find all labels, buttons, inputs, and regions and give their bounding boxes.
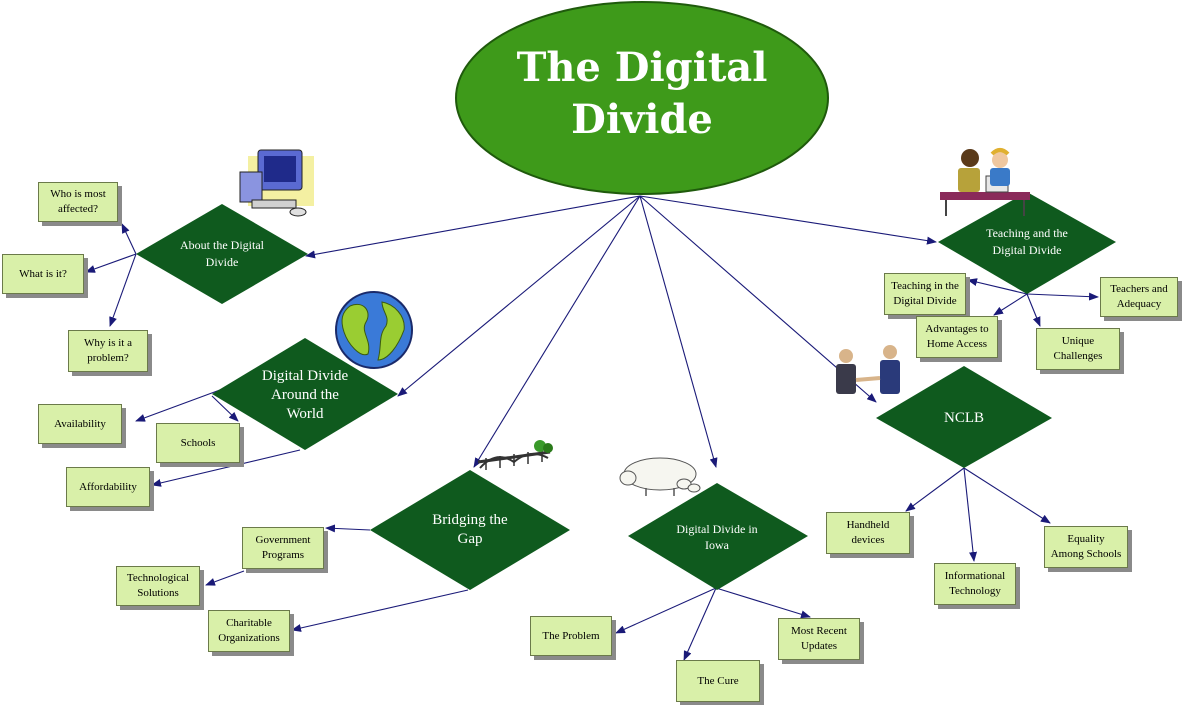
link-nclb-equality — [963, 467, 1051, 524]
link-world-availability — [135, 386, 229, 422]
teachers-icon — [940, 148, 1030, 216]
link-teaching-teachdd — [967, 278, 1028, 295]
link-about-who — [121, 223, 137, 255]
link-hub-teaching — [639, 195, 937, 245]
topic-iowa-label[interactable]: Digital Divide in Iowa — [676, 522, 758, 552]
diamond-about[interactable] — [136, 204, 308, 304]
link-hub-world — [397, 195, 641, 397]
box-why-problem[interactable]: Why is it a problem? — [68, 330, 148, 372]
box-the-problem[interactable]: The Problem — [530, 616, 612, 656]
link-iowa-cure — [683, 587, 717, 661]
box-unique-challenges[interactable]: Unique Challenges — [1036, 328, 1120, 370]
box-most-recent-updates[interactable]: Most Recent Updates — [778, 618, 860, 660]
box-charitable-organizations[interactable]: Charitable Organizations — [208, 610, 290, 652]
diamond-nclb[interactable] — [876, 366, 1052, 468]
link-bridging-tech — [205, 570, 245, 586]
link-bridging-gov — [325, 524, 371, 533]
link-nclb-handheld — [905, 467, 965, 512]
box-teaching-in-digital-divide[interactable]: Teaching in the Digital Divide — [884, 273, 966, 315]
link-nclb-infotech — [963, 467, 978, 562]
link-iowa-problem — [615, 587, 717, 634]
link-world-affordability — [151, 449, 301, 487]
box-equality-among-schools[interactable]: Equality Among Schools — [1044, 526, 1128, 568]
link-hub-bridging — [473, 195, 641, 468]
bridge-icon — [477, 440, 553, 470]
diamond-teaching[interactable] — [938, 192, 1116, 294]
diamond-bridging[interactable] — [370, 470, 570, 590]
topic-about-label[interactable]: About the Digital Divide — [180, 238, 264, 269]
link-hub-iowa — [639, 195, 718, 468]
link-hub-about — [305, 195, 641, 259]
link-about-what — [85, 253, 137, 273]
topic-bridging-label[interactable]: Bridging the Gap — [432, 512, 508, 547]
box-schools[interactable]: Schools — [156, 423, 240, 463]
box-informational-technology[interactable]: Informational Technology — [934, 563, 1016, 605]
map-title: The Digital Divide — [516, 44, 768, 143]
box-government-programs[interactable]: Government Programs — [242, 527, 324, 569]
diamond-world[interactable] — [212, 338, 398, 450]
globe-icon — [335, 291, 413, 369]
box-the-cure[interactable]: The Cure — [676, 660, 760, 702]
box-affordability[interactable]: Affordability — [66, 467, 150, 507]
box-teachers-adequacy[interactable]: Teachers and Adequacy — [1100, 277, 1178, 317]
box-advantages-home-access[interactable]: Advantages to Home Access — [916, 316, 998, 358]
pig-icon — [619, 457, 701, 496]
topic-nclb-label[interactable]: NCLB — [943, 409, 984, 426]
link-teaching-adv — [993, 293, 1028, 316]
title-ellipse — [455, 1, 829, 195]
box-what-is-it[interactable]: What is it? — [2, 254, 84, 294]
diamond-iowa[interactable] — [628, 483, 808, 590]
link-teaching-unique — [1026, 293, 1041, 327]
link-teaching-adequacy — [1026, 292, 1099, 301]
computer-icon — [239, 149, 314, 217]
box-availability[interactable]: Availability — [38, 404, 122, 444]
box-who-affected[interactable]: Who is most affected? — [38, 182, 118, 222]
box-technological-solutions[interactable]: Technological Solutions — [116, 566, 200, 606]
topic-teaching-label[interactable]: Teaching and the Digital Divide — [986, 226, 1068, 257]
link-world-schools — [211, 395, 239, 422]
link-about-why — [109, 253, 137, 327]
link-iowa-updates — [715, 587, 811, 619]
box-handheld-devices[interactable]: Handheld devices — [826, 512, 910, 554]
topic-world-label[interactable]: Digital Divide Around the World — [261, 367, 349, 422]
link-bridging-charity — [291, 589, 469, 632]
handshake-icon — [836, 345, 900, 394]
